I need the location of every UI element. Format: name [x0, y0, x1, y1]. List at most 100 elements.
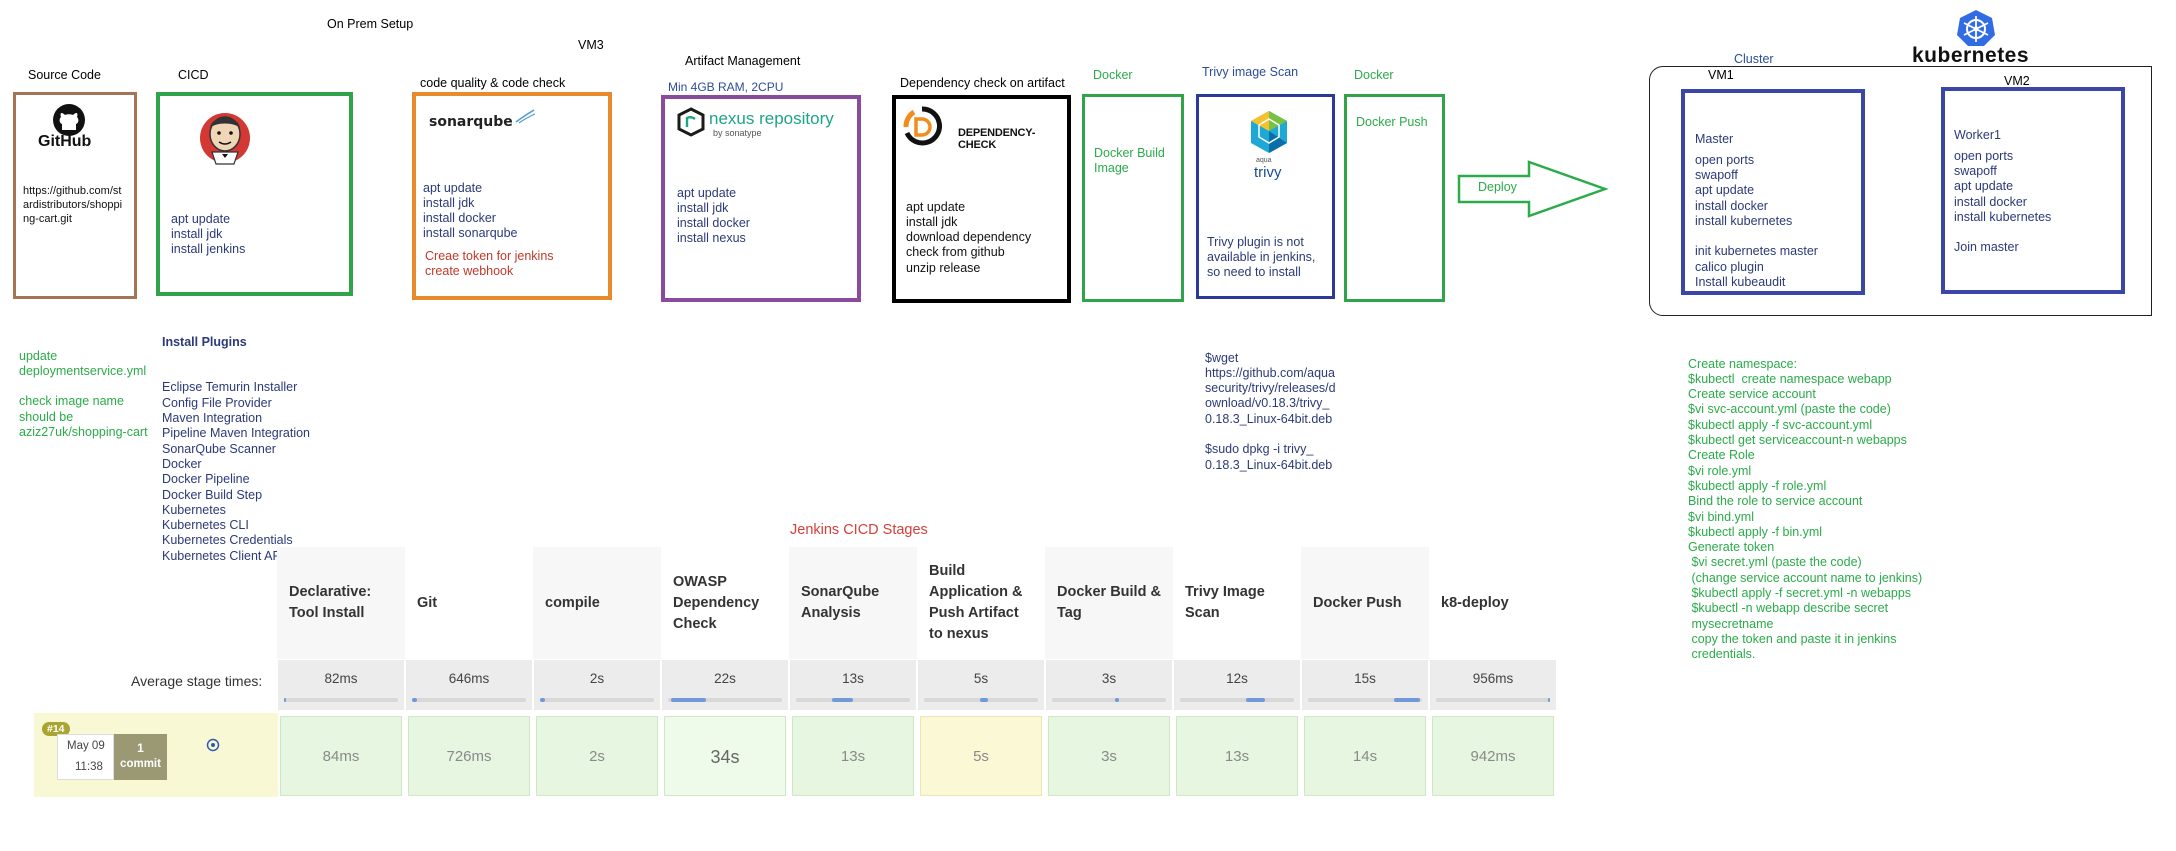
build-date: May 09	[67, 740, 105, 752]
dependency-check-logo-icon	[903, 106, 942, 146]
nexus-requirement-label: Min 4GB RAM, 2CPU	[668, 80, 784, 94]
stage-average-time: 2s	[534, 660, 660, 710]
kubernetes-rbac-commands: Create namespace:$kubectl create namespa…	[1688, 356, 1923, 662]
stage-average-time: 956ms	[1430, 660, 1556, 710]
stage-header: Trivy Image Scan	[1173, 547, 1301, 659]
stage-progress-track	[284, 698, 398, 702]
stage-header: Git	[405, 547, 533, 659]
trivy-logo-text: trivy	[1254, 164, 1282, 181]
build-time: 11:38	[75, 761, 103, 773]
stage-run-time[interactable]: 84ms	[280, 716, 402, 796]
stage-header: Docker Build & Tag	[1045, 547, 1173, 659]
stage-progress-fill	[1246, 698, 1266, 702]
stage-header: compile	[533, 547, 661, 659]
dependency-check-logo-text: DEPENDENCY-CHECK	[958, 127, 1036, 151]
stage-progress-fill	[979, 698, 988, 702]
trivy-scan-label: Trivy image Scan	[1202, 65, 1299, 79]
stage-progress-fill	[832, 698, 853, 702]
stage-progress-track	[540, 698, 654, 702]
stage-progress-track	[1436, 698, 1550, 702]
docker-push-box: Docker Push	[1344, 94, 1445, 302]
stage-average-time: 3s	[1046, 660, 1172, 710]
cicd-label: CICD	[178, 68, 209, 82]
on-prem-title: On Prem Setup	[327, 17, 414, 31]
stage-header: Docker Push	[1301, 547, 1429, 659]
nexus-logo-text: nexus repository	[709, 109, 834, 128]
stage-run-time[interactable]: 13s	[1176, 716, 1298, 796]
stage-progress-track	[1308, 698, 1422, 702]
stage-average-time: 15s	[1302, 660, 1428, 710]
jenkins-butler-icon	[200, 113, 250, 165]
stage-average-value: 956ms	[1472, 671, 1514, 686]
stage-average-value: 12s	[1226, 671, 1248, 686]
stage-average-time: 13s	[790, 660, 916, 710]
sonarqube-wave-icon	[515, 109, 536, 124]
stage-run-time[interactable]: 5s	[920, 716, 1042, 796]
commit-badge[interactable]: 1 commit	[114, 734, 167, 780]
sonarqube-logo-text: sonarqube	[429, 114, 513, 130]
vm1-label: VM1	[1708, 68, 1734, 82]
stage-header: Build Application & Push Artifact to nex…	[917, 547, 1045, 659]
artifact-mgmt-label: Artifact Management	[685, 54, 801, 68]
trivy-hex-icon	[1251, 111, 1287, 153]
nexus-hex-icon	[677, 107, 705, 137]
kubernetes-logo-text: kubernetes	[1912, 44, 2030, 67]
stage-run-time[interactable]: 942ms	[1432, 716, 1554, 796]
stage-progress-track	[1052, 698, 1166, 702]
stage-average-value: 5s	[973, 671, 989, 686]
source-code-label: Source Code	[28, 68, 101, 82]
docker-push-text: Docker Push	[1356, 115, 1428, 129]
cluster-label: Cluster	[1734, 52, 1774, 66]
stage-run-time[interactable]: 2s	[536, 716, 658, 796]
build-details-icon[interactable]	[206, 738, 220, 752]
docker-push-label: Docker	[1354, 68, 1394, 82]
stage-progress-fill	[540, 698, 545, 702]
stage-average-value: 82ms	[324, 671, 358, 686]
code-quality-label: code quality & code check	[420, 76, 566, 90]
stage-run-time[interactable]: 14s	[1304, 716, 1426, 796]
build-number-badge[interactable]: #14	[42, 722, 70, 736]
stage-run-time[interactable]: 13s	[792, 716, 914, 796]
stage-progress-fill	[1393, 698, 1420, 702]
stage-header: OWASP Dependency Check	[661, 547, 789, 659]
vm2-label: VM2	[2004, 74, 2030, 88]
stage-progress-track	[924, 698, 1038, 702]
build-date-card: May 09 11:38	[57, 734, 114, 780]
stage-run-time[interactable]: 3s	[1048, 716, 1170, 796]
stage-progress-fill	[284, 698, 287, 702]
stage-run-time[interactable]: 34s	[664, 716, 786, 796]
stage-average-value: 2s	[589, 671, 605, 686]
average-times-label: Average stage times:	[131, 673, 263, 689]
stage-average-time: 646ms	[406, 660, 532, 710]
stage-average-time: 22s	[662, 660, 788, 710]
stage-progress-track	[1180, 698, 1294, 702]
stage-average-value: 3s	[1101, 671, 1117, 686]
stage-average-value: 15s	[1354, 671, 1376, 686]
github-logo-text: GitHub	[38, 133, 92, 150]
stage-progress-fill	[671, 698, 706, 702]
jenkins-stages-title: Jenkins CICD Stages	[790, 522, 928, 538]
stage-progress-track	[412, 698, 526, 702]
kubernetes-helm-icon	[1957, 10, 1995, 46]
stage-average-value: 13s	[842, 671, 864, 686]
stage-average-time: 12s	[1174, 660, 1300, 710]
dependency-check-label: Dependency check on artifact	[900, 76, 1065, 90]
stage-progress-fill	[1547, 698, 1550, 702]
stage-progress-track	[668, 698, 782, 702]
stage-run-time[interactable]: 726ms	[408, 716, 530, 796]
